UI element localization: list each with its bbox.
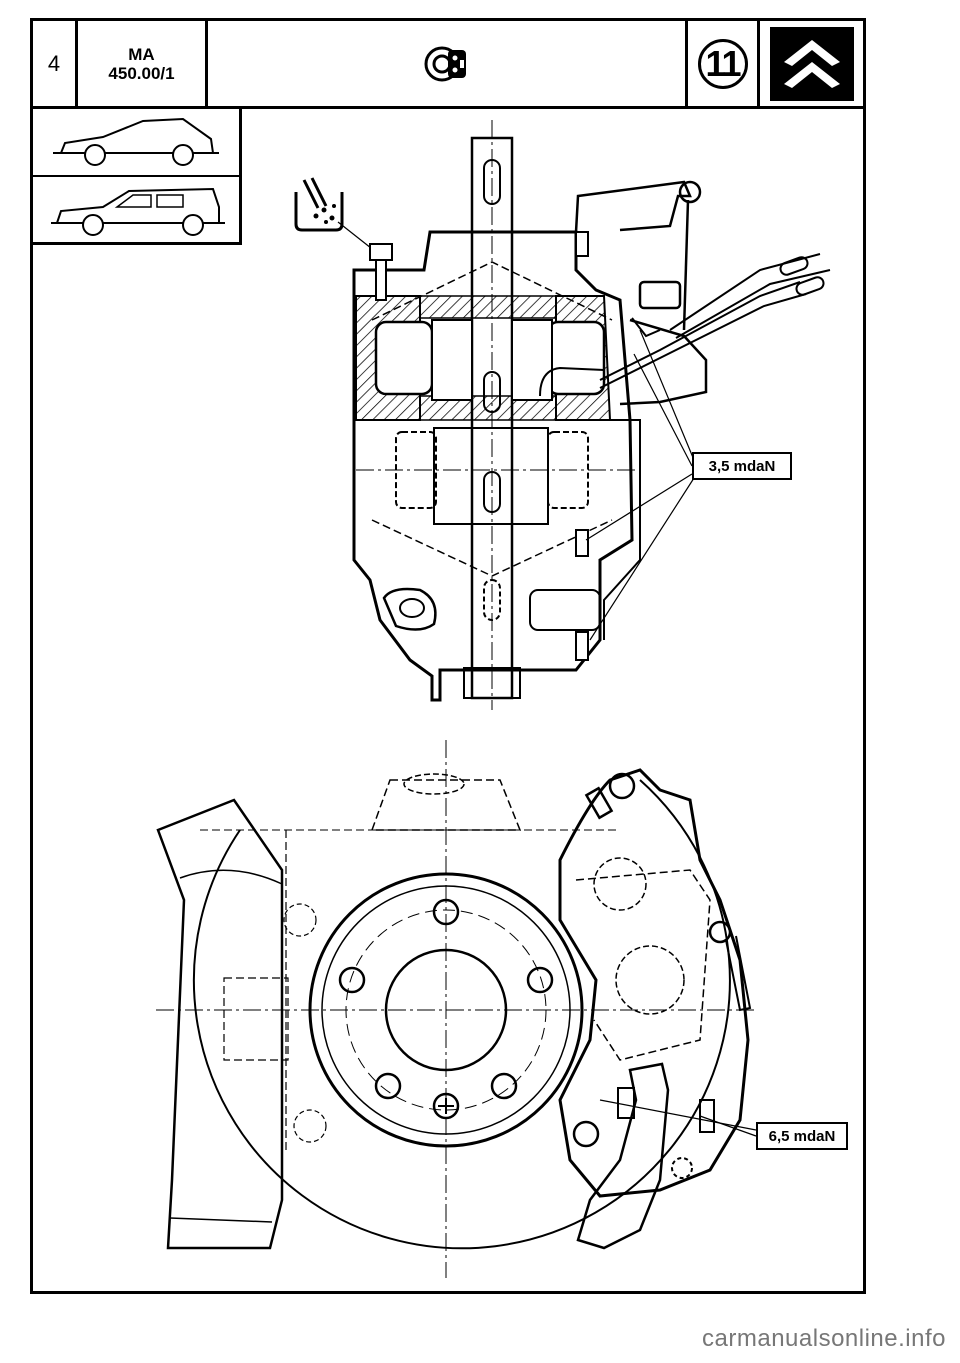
brake-disc-icon [208,21,688,106]
torque-label-bottom: 6,5 mdaN [756,1122,848,1150]
estate-car-icon [33,177,239,243]
page-number: 4 [33,21,78,106]
reference-number: 450.00/1 [108,63,175,83]
vehicle-applicability [33,109,242,245]
reference-code: MA [128,44,155,64]
caliper-top-view [352,120,831,710]
disc-side-view [156,740,757,1278]
watermark-footer: carmanualsonline.info [702,1325,946,1352]
citroen-logo [760,21,863,106]
double-chevron-icon [783,39,840,88]
manual-page-frame: 4 MA 450.00/1 11 [30,18,866,1294]
page-header: 4 MA 450.00/1 11 [33,21,863,109]
brake-fluid-reservoir-icon [294,177,377,253]
hatchback-car-icon [33,109,239,177]
section-number-badge: 11 [688,21,760,106]
torque-label-top: 3,5 mdaN [692,452,792,480]
manual-reference: MA 450.00/1 [78,21,208,106]
